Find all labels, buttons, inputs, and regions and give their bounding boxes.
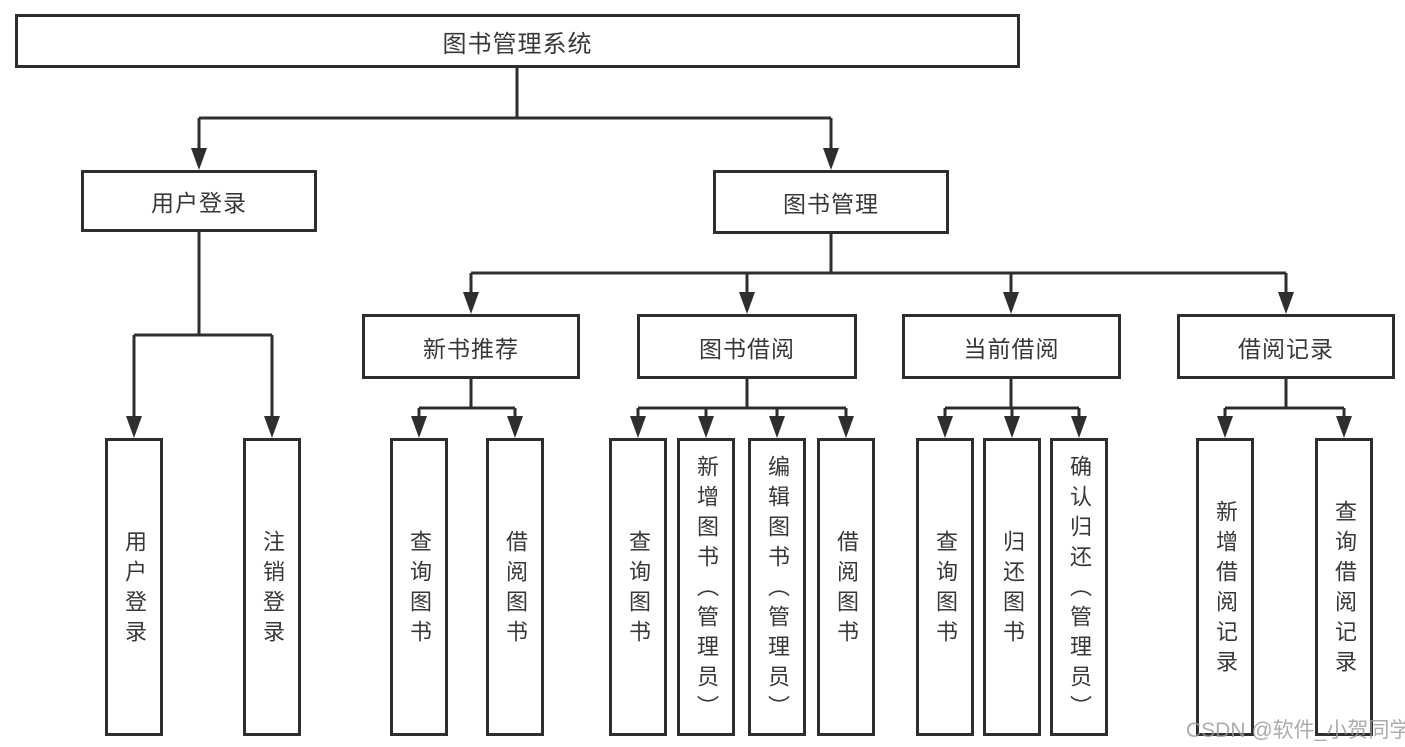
leaf-newbook-borrow-book: 借阅图书 [486,438,544,736]
node-borrow-records: 借阅记录 [1177,314,1395,379]
leaf-confirm-return-admin: 确认归还（管理员） [1050,438,1108,736]
leaf-edit-book-admin: 编辑图书（管理员） [748,438,806,736]
node-new-book-recommend: 新书推荐 [362,314,580,379]
leaf-newbook-search-book: 查询图书 [390,438,448,736]
node-root-system: 图书管理系统 [15,14,1020,68]
node-book-management: 图书管理 [713,170,949,234]
leaf-logout: 注销登录 [243,438,301,736]
leaf-borrow-search-book: 查询图书 [609,438,667,736]
leaf-add-borrow-record: 新增借阅记录 [1196,438,1254,736]
leaf-return-book: 归还图书 [983,438,1041,736]
leaf-search-borrow-record: 查询借阅记录 [1315,438,1373,736]
node-book-borrow: 图书借阅 [637,314,857,379]
leaf-add-book-admin: 新增图书（管理员） [677,438,735,736]
node-user-login: 用户登录 [81,170,317,232]
node-current-borrow: 当前借阅 [902,314,1121,379]
leaf-user-login: 用户登录 [105,438,163,736]
leaf-borrow-book: 借阅图书 [817,438,875,736]
csdn-watermark: CSDN @软件_小贺同学 [1186,719,1405,742]
leaf-current-search-book: 查询图书 [916,438,974,736]
